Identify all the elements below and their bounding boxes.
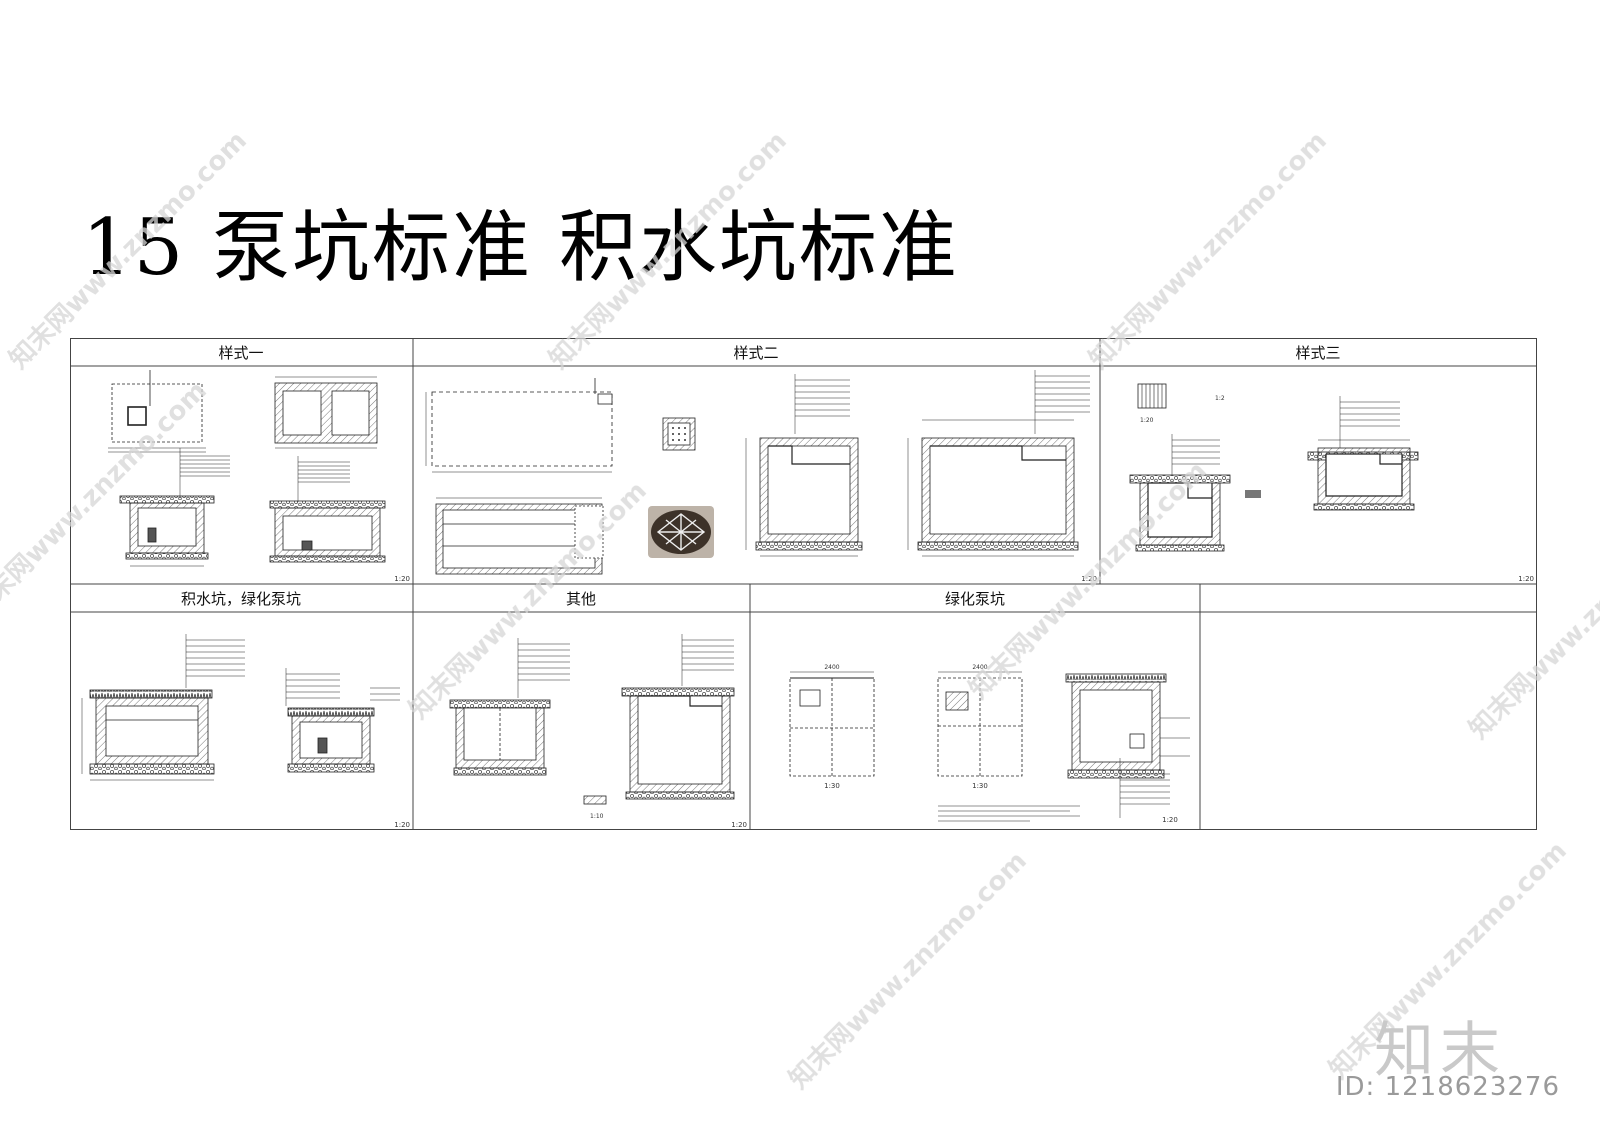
scale-sump-green: 1:20 [394,821,410,829]
asset-id: ID: 1218623276 [1335,1072,1560,1102]
scale-green-plan-b: 1:30 [972,782,988,790]
page-title: 15 泵坑标准 积水坑标准 [82,203,959,293]
panel-label-other: 其他 [566,590,596,608]
scale-style2: 1:20 [1081,575,1097,583]
scale-green-pump: 1:20 [1162,816,1178,824]
panel-label-style1: 样式一 [218,344,263,362]
watermark-text: 知末网www.znzmo.com [784,846,1033,1095]
green-pump-drawings [789,671,1190,822]
green-plan-dimension-a: 2400 [824,664,839,671]
style1-drawings [108,370,386,567]
brand-logo: 知末 [1374,1016,1506,1086]
scale-other-detail: 1:10 [590,813,604,820]
scale-style1: 1:20 [394,575,410,583]
style3-drawings [1129,383,1419,552]
other-drawings [449,634,735,805]
scale-style3-detail: 1:2 [1215,395,1225,402]
sump-green-drawings [81,634,400,781]
scale-green-plan-a: 1:30 [824,782,840,790]
scale-style3-plan: 1:20 [1140,417,1154,424]
green-plan-dimension-b: 2400 [972,664,987,671]
drawing-sheet: 样式一 样式二 样式三 积水坑，绿化泵坑 其他 绿化泵坑 1:20 1:20 1… [70,338,1537,830]
panel-label-sump-green: 积水坑，绿化泵坑 [181,590,301,608]
scale-style3: 1:20 [1518,575,1534,583]
scale-other: 1:20 [731,821,747,829]
style2-drawings [425,370,1090,575]
panel-label-green-pump: 绿化泵坑 [945,590,1005,608]
panel-label-style3: 样式三 [1295,344,1340,362]
net-photo [648,506,714,558]
panel-label-style2: 样式二 [733,344,778,362]
